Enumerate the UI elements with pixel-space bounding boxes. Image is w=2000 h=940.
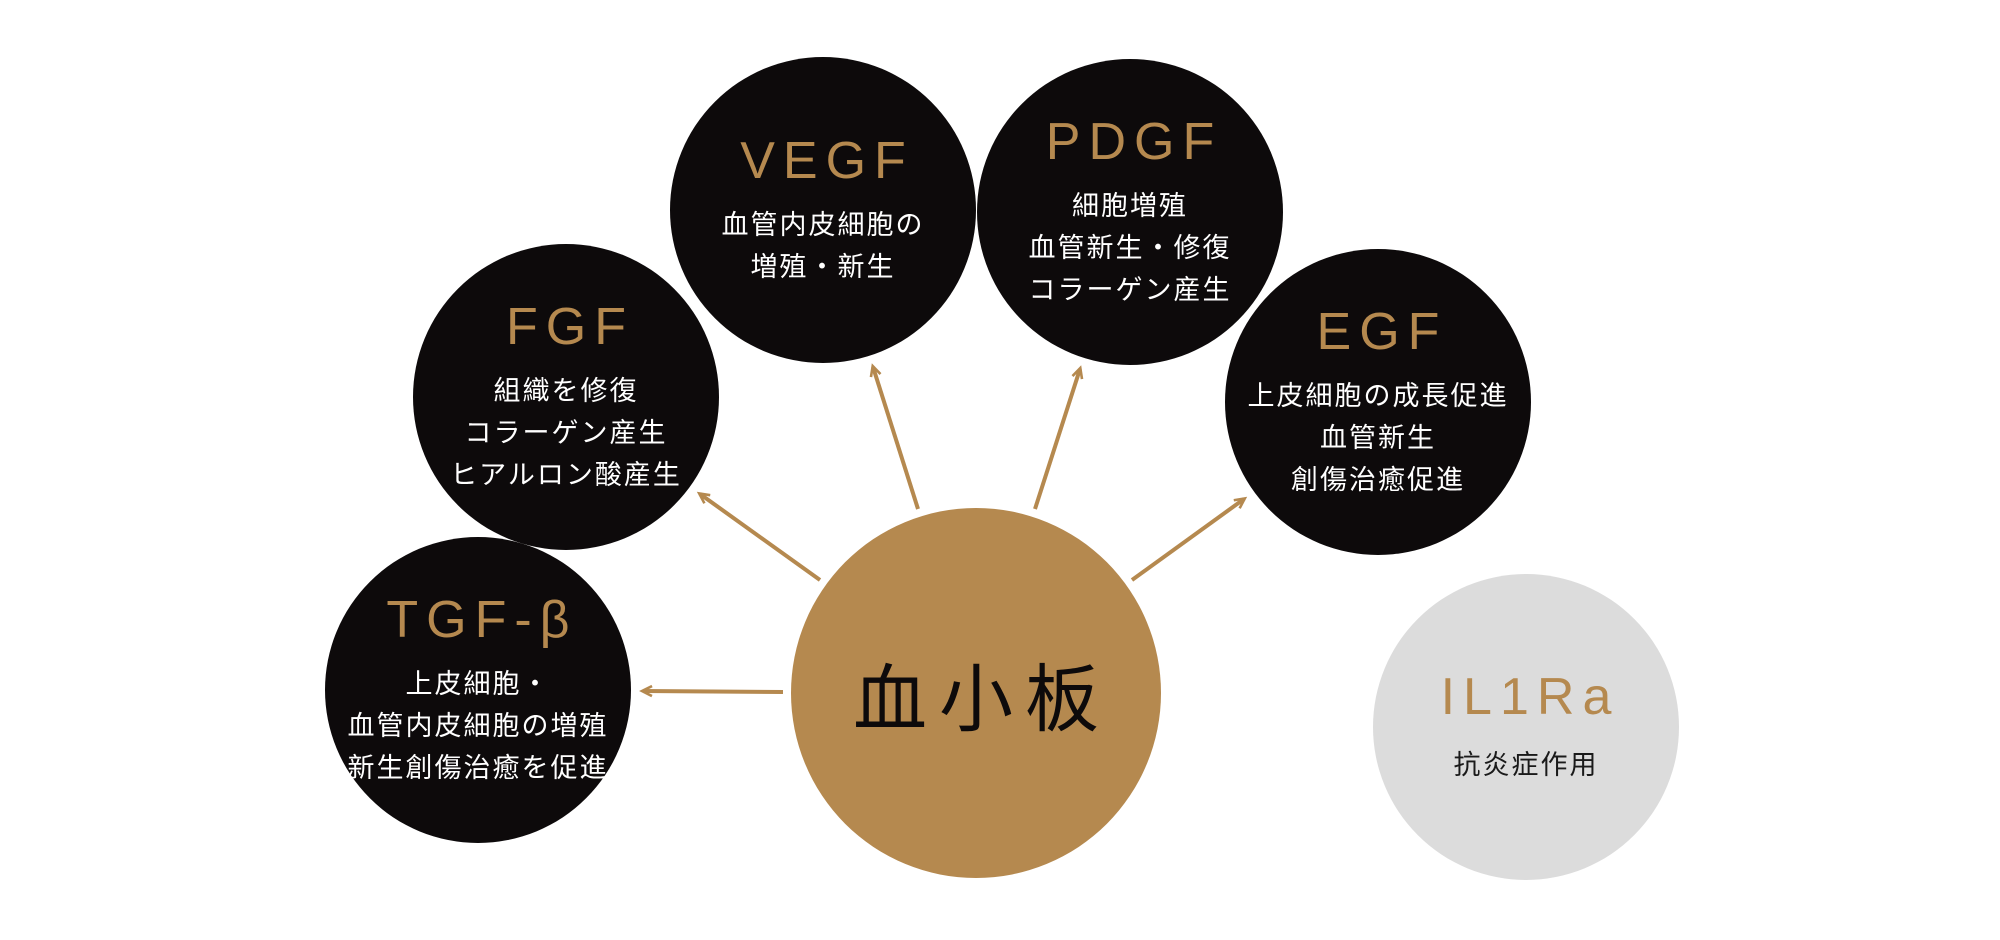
desc-line: 血管内皮細胞の増殖 [347, 711, 609, 742]
desc-line: 抗炎症作用 [1453, 750, 1599, 781]
node-pdgf-title: PDGF [1045, 113, 1223, 172]
desc-line: 創傷治癒促進 [1291, 464, 1465, 495]
desc-line: 血管内皮細胞の [721, 210, 925, 241]
desc-line: 細胞増殖 [1072, 191, 1188, 222]
node-fgf-description: 組織を修復 コラーゲン産生 ヒアルロン酸産生 [450, 371, 682, 497]
desc-line: コラーゲン産生 [1028, 274, 1232, 305]
arrow-to-pdgf [1033, 365, 1084, 510]
arrow-to-egf [1130, 496, 1248, 582]
node-tgf-beta: TGF-β 上皮細胞・ 血管内皮細胞の増殖 新生創傷治癒を促進 [325, 537, 631, 843]
node-pdgf: PDGF 細胞増殖 血管新生・修復 コラーゲン産生 [977, 59, 1283, 365]
node-vegf: VEGF 血管内皮細胞の 増殖・新生 [670, 57, 976, 363]
platelet-label: 血小板 [853, 657, 1111, 741]
desc-line: 新生創傷治癒を促進 [347, 752, 609, 783]
node-vegf-description: 血管内皮細胞の 増殖・新生 [722, 205, 925, 289]
desc-line: 血管新生 [1320, 423, 1436, 454]
node-il1ra: IL1Ra 抗炎症作用 [1373, 574, 1679, 880]
desc-line: コラーゲン産生 [464, 418, 668, 449]
node-platelet-center: 血小板 [791, 508, 1161, 878]
node-egf: EGF 上皮細胞の成長促進 血管新生 創傷治癒促進 [1225, 249, 1531, 555]
desc-line: 上皮細胞・ [405, 669, 551, 700]
arrow-to-fgf [696, 491, 822, 582]
node-vegf-title: VEGF [740, 132, 914, 191]
node-egf-title: EGF [1316, 303, 1448, 362]
arrow-to-vegf [869, 363, 920, 510]
desc-line: 上皮細胞の成長促進 [1247, 381, 1509, 412]
node-pdgf-description: 細胞増殖 血管新生・修復 コラーゲン産生 [1029, 186, 1232, 312]
node-egf-description: 上皮細胞の成長促進 血管新生 創傷治癒促進 [1248, 376, 1509, 502]
node-il1ra-description: 抗炎症作用 [1454, 745, 1599, 787]
node-fgf: FGF 組織を修復 コラーゲン産生 ヒアルロン酸産生 [413, 244, 719, 550]
node-fgf-title: FGF [506, 298, 634, 357]
desc-line: 組織を修復 [493, 376, 639, 407]
node-tgf-beta-title: TGF-β [386, 591, 578, 650]
node-tgf-beta-description: 上皮細胞・ 血管内皮細胞の増殖 新生創傷治癒を促進 [348, 664, 609, 790]
desc-line: 血管新生・修復 [1028, 233, 1232, 264]
desc-line: 増殖・新生 [750, 252, 896, 282]
node-il1ra-title: IL1Ra [1440, 668, 1620, 727]
arrow-to-tgfb [639, 684, 784, 698]
desc-line: ヒアルロン酸産生 [450, 459, 682, 490]
